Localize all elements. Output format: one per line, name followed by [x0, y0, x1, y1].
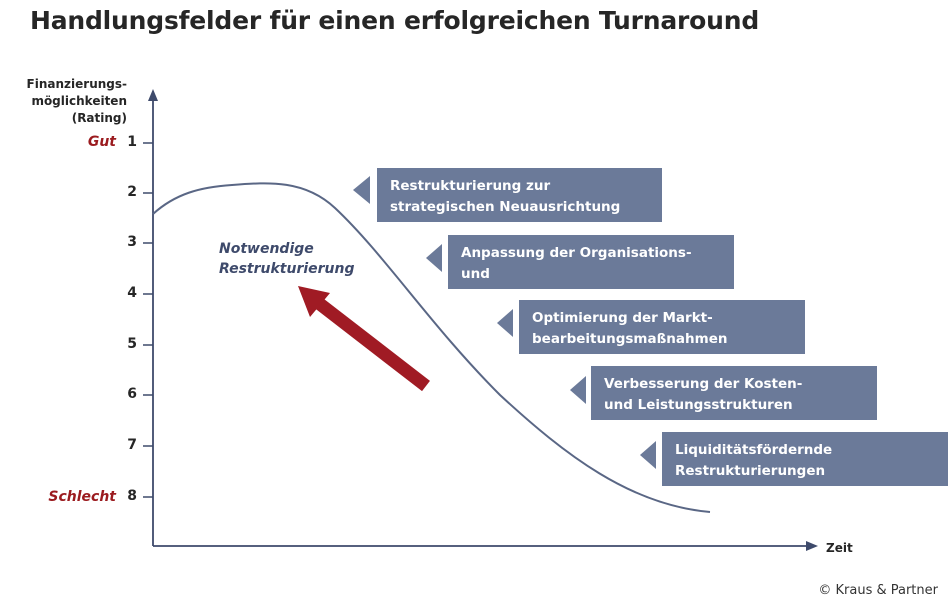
rating-good-label: Gut	[87, 134, 116, 150]
box-pointer-3	[497, 309, 513, 337]
box-pointer-5	[640, 441, 656, 469]
y-tick-label: 8	[127, 488, 137, 504]
y-tick-label: 2	[127, 184, 137, 200]
page-title: Handlungsfelder für einen erfolgreichen …	[30, 6, 760, 35]
box-pointer-4	[570, 376, 586, 404]
y-tick-label: 7	[127, 437, 137, 453]
action-box-line: Führungsstruktur	[461, 287, 595, 303]
box-pointer-1	[353, 176, 370, 204]
action-box-strategic: Restrukturierung zur strategischen Neuau…	[377, 168, 662, 222]
action-box-line: strategischen Neuausrichtung	[390, 199, 621, 215]
y-tick-label: 3	[127, 234, 137, 250]
y-axis-label-line: Finanzierungs-	[26, 77, 127, 91]
action-box-liquidity: Liquiditätsfördernde Restrukturierungen	[662, 432, 948, 486]
action-box-costs: Verbesserung der Kosten- und Leistungsst…	[591, 366, 877, 420]
y-axis-label: Finanzierungs- möglichkeiten (Rating)	[14, 76, 127, 127]
y-tick-label: 5	[127, 336, 137, 352]
y-tick-label: 1	[127, 134, 137, 150]
action-box-line: bearbeitungsmaßnahmen	[532, 331, 728, 347]
action-box-line: und Leistungsstrukturen	[604, 397, 793, 413]
action-box-marketing: Optimierung der Markt- bearbeitungsmaßna…	[519, 300, 805, 354]
restructuring-arrow-shaft	[312, 295, 430, 392]
note-line: Restrukturierung	[219, 261, 355, 277]
y-axis-label-line: möglichkeiten	[31, 94, 127, 108]
rating-curve	[152, 182, 711, 513]
y-tick-label: 4	[127, 285, 137, 301]
restructuring-arrow-head	[298, 286, 330, 317]
restructuring-note: Notwendige Restrukturierung	[219, 239, 355, 279]
y-tick-marks	[143, 142, 153, 498]
action-box-line: Restrukturierung zur	[390, 178, 551, 194]
y-axis-arrowhead	[148, 89, 158, 101]
x-axis-arrowhead	[806, 541, 818, 551]
box-pointer-2	[426, 244, 442, 272]
copyright-notice: © Kraus & Partner	[818, 583, 938, 598]
action-box-line: Optimierung der Markt-	[532, 310, 713, 326]
rating-bad-label: Schlecht	[48, 489, 116, 505]
action-box-line: Anpassung der Organisations- und	[461, 245, 692, 282]
y-tick-label: 6	[127, 386, 137, 402]
action-box-line: Verbesserung der Kosten-	[604, 376, 803, 392]
note-line: Notwendige	[219, 241, 314, 257]
action-box-line: Restrukturierungen	[675, 463, 826, 479]
y-axis-label-line: (Rating)	[71, 111, 127, 125]
action-box-line: Liquiditätsfördernde	[675, 442, 833, 458]
action-box-organization: Anpassung der Organisations- und Führung…	[448, 235, 734, 303]
x-axis-label: Zeit	[826, 541, 853, 555]
